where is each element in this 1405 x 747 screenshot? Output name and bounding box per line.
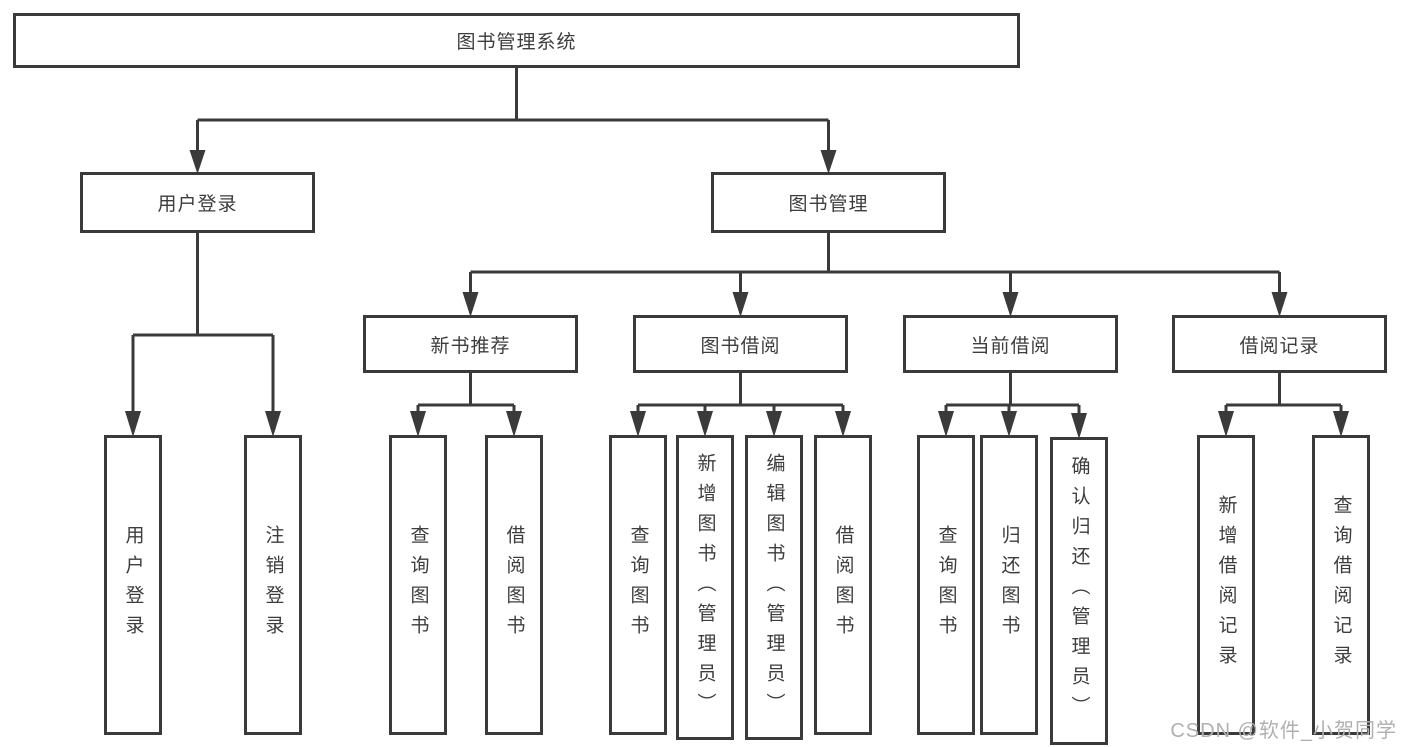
node-label: 查询图书 bbox=[935, 525, 957, 645]
node-book-borrowing: 图书借阅 bbox=[633, 315, 848, 373]
node-label: 当前借阅 bbox=[970, 335, 1051, 357]
node-label: 新增图书（管理员） bbox=[694, 452, 716, 723]
node-label: 用户登录 bbox=[157, 194, 238, 215]
node-label: 编辑图书（管理员） bbox=[763, 452, 785, 723]
node-book-management: 图书管理 bbox=[711, 172, 946, 233]
node-label: 借阅图书 bbox=[503, 525, 525, 645]
node-leaf-add-borrow-record: 新增借阅记录 bbox=[1197, 435, 1255, 735]
node-leaf-query-books-borrow: 查询图书 bbox=[609, 435, 667, 735]
node-leaf-user-login: 用户登录 bbox=[104, 435, 162, 735]
node-label: 图书借阅 bbox=[700, 335, 781, 357]
node-current-borrowing: 当前借阅 bbox=[903, 315, 1118, 373]
node-user-login: 用户登录 bbox=[80, 172, 315, 233]
node-leaf-query-borrow-record: 查询借阅记录 bbox=[1312, 435, 1370, 735]
node-label: 新书推荐 bbox=[430, 335, 511, 357]
node-label: 确认归还（管理员） bbox=[1068, 456, 1090, 726]
node-new-book-recommendation: 新书推荐 bbox=[363, 315, 578, 373]
node-label: 借阅图书 bbox=[832, 525, 854, 645]
node-label: 新增借阅记录 bbox=[1215, 495, 1237, 675]
node-label: 查询图书 bbox=[407, 525, 429, 645]
node-leaf-return-books: 归还图书 bbox=[980, 435, 1038, 735]
node-label: 图书管理 bbox=[788, 194, 869, 215]
node-label: 注销登录 bbox=[262, 525, 284, 645]
node-leaf-query-books-current: 查询图书 bbox=[917, 435, 975, 735]
node-label: 归还图书 bbox=[998, 525, 1020, 645]
node-label: 查询图书 bbox=[627, 525, 649, 645]
node-leaf-edit-books-admin: 编辑图书（管理员） bbox=[745, 435, 803, 740]
node-label: 借阅记录 bbox=[1239, 335, 1320, 357]
node-label: 用户登录 bbox=[122, 525, 144, 645]
node-label: 图书管理系统 bbox=[456, 32, 577, 53]
node-leaf-borrow-books-recommend: 借阅图书 bbox=[485, 435, 543, 735]
node-borrowing-records: 借阅记录 bbox=[1172, 315, 1387, 373]
node-book-management-system: 图书管理系统 bbox=[13, 13, 1020, 68]
node-leaf-add-books-admin: 新增图书（管理员） bbox=[676, 435, 734, 740]
node-leaf-confirm-return-admin: 确认归还（管理员） bbox=[1050, 437, 1108, 745]
node-leaf-logout: 注销登录 bbox=[244, 435, 302, 735]
node-leaf-query-books-recommend: 查询图书 bbox=[389, 435, 447, 735]
node-leaf-borrow-books: 借阅图书 bbox=[814, 435, 872, 735]
node-label: 查询借阅记录 bbox=[1330, 495, 1352, 675]
